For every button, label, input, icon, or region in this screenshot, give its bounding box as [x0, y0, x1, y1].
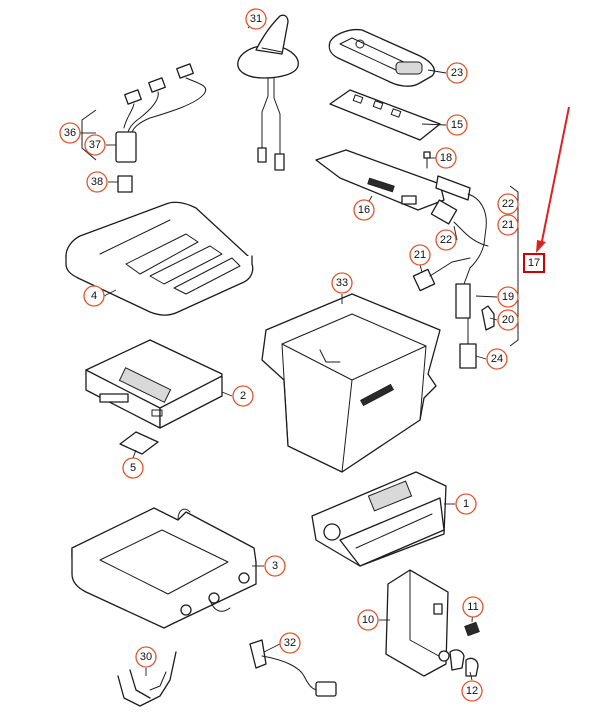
- callout-4[interactable]: 4: [83, 285, 105, 307]
- callout-24[interactable]: 24: [486, 348, 508, 370]
- callout-10[interactable]: 10: [357, 609, 379, 631]
- callout-2[interactable]: 2: [232, 385, 254, 407]
- callout-37-text: 37: [89, 139, 101, 151]
- storage-lid-part: [65, 201, 254, 316]
- callout-19-text: 19: [502, 291, 514, 303]
- callout-1[interactable]: 1: [455, 493, 477, 515]
- callout-18[interactable]: 18: [435, 147, 457, 169]
- callout-33-text: 33: [336, 277, 348, 289]
- callout-2-text: 2: [240, 390, 246, 402]
- callout-21-bracket-text: 21: [502, 219, 514, 231]
- screw-part: [423, 151, 431, 169]
- callout-15[interactable]: 15: [446, 114, 468, 136]
- callout-32[interactable]: 32: [279, 632, 301, 654]
- callout-5-text: 5: [130, 462, 136, 474]
- antenna-harness-part: [412, 175, 519, 369]
- wiring-harness-part: [81, 63, 207, 193]
- callout-22-bracket[interactable]: 22: [497, 193, 519, 215]
- clip-bracket-part: [117, 651, 177, 707]
- cable-plug-part: [249, 639, 337, 697]
- callout-16-text: 16: [358, 204, 370, 216]
- callout-15-text: 15: [451, 119, 463, 131]
- callout-38-text: 38: [91, 176, 103, 188]
- callout-22[interactable]: 22: [435, 229, 457, 251]
- callout-32-text: 32: [284, 637, 296, 649]
- mounting-tray-part: [71, 507, 257, 629]
- radio-unit-part: [311, 471, 447, 567]
- callout-10-text: 10: [362, 614, 374, 626]
- control-box-part: [385, 569, 450, 677]
- callout-21-bracket[interactable]: 21: [497, 214, 519, 236]
- callout-4-text: 4: [91, 290, 97, 302]
- callout-1-text: 1: [463, 498, 469, 510]
- callout-31[interactable]: 31: [245, 8, 267, 30]
- callout-5[interactable]: 5: [122, 457, 144, 479]
- callout-16[interactable]: 16: [353, 199, 375, 221]
- callout-36[interactable]: 36: [59, 122, 81, 144]
- card-part: [119, 431, 159, 455]
- callout-24-text: 24: [491, 353, 503, 365]
- callout-38[interactable]: 38: [86, 171, 108, 193]
- roof-antenna-part: [237, 14, 299, 171]
- callout-20[interactable]: 20: [497, 309, 519, 331]
- callout-21-text: 21: [414, 249, 426, 261]
- callout-19[interactable]: 19: [497, 286, 519, 308]
- highlight-arrow: [536, 106, 570, 253]
- callout-36-text: 36: [64, 127, 76, 139]
- callout-18-text: 18: [440, 152, 452, 164]
- callout-23[interactable]: 23: [446, 62, 468, 84]
- callout-31-text: 31: [250, 13, 262, 25]
- callout-22-bracket-text: 22: [502, 198, 514, 210]
- callout-12[interactable]: 12: [461, 680, 483, 702]
- callout-17-highlighted[interactable]: 17: [523, 253, 545, 273]
- callout-37[interactable]: 37: [84, 134, 106, 156]
- callout-22-text: 22: [440, 234, 452, 246]
- callout-12-text: 12: [466, 685, 478, 697]
- connector-parts: [449, 621, 480, 677]
- callout-23-text: 23: [451, 67, 463, 79]
- callout-3[interactable]: 3: [264, 555, 286, 577]
- control-module-part: [85, 339, 223, 429]
- label-sheet-part: [329, 89, 441, 141]
- display-cover-part: [328, 28, 435, 87]
- callout-33[interactable]: 33: [331, 272, 353, 294]
- storage-bin-part: [261, 293, 441, 473]
- callout-30[interactable]: 30: [135, 646, 157, 668]
- callout-3-text: 3: [272, 560, 278, 572]
- circuit-board-part: [315, 149, 445, 211]
- callout-30-text: 30: [140, 651, 152, 663]
- callout-11-text: 11: [467, 601, 478, 613]
- callout-21[interactable]: 21: [409, 244, 431, 266]
- callout-20-text: 20: [502, 314, 514, 326]
- callout-17-text: 17: [528, 257, 540, 269]
- callout-11[interactable]: 11: [462, 596, 484, 618]
